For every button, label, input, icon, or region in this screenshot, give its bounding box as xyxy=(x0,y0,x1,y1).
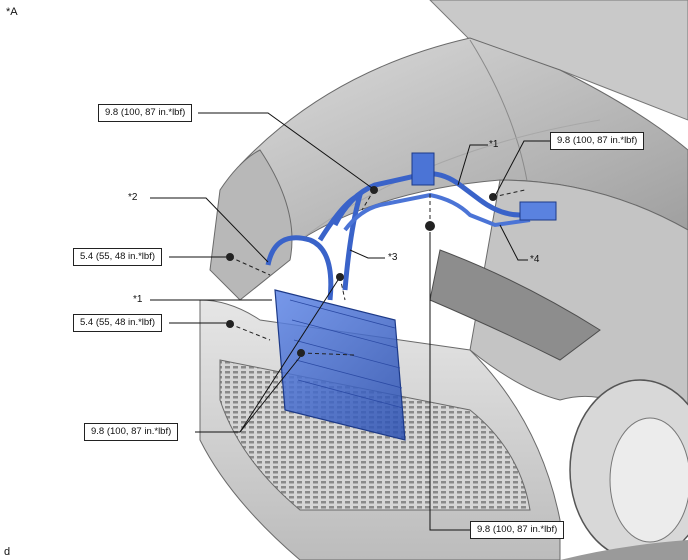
footer-label: d xyxy=(4,546,11,558)
torque-mid-left-lower: 5.4 (55, 48 in.*lbf) xyxy=(73,314,162,332)
torque-top-left: 9.8 (100, 87 in.*lbf) xyxy=(98,104,193,122)
callout-2: *2 xyxy=(128,192,138,203)
callout-3: *3 xyxy=(388,252,398,263)
torque-bottom-right: 9.8 (100, 87 in.*lbf) xyxy=(470,521,565,539)
vehicle-body xyxy=(199,0,688,560)
leader-lines xyxy=(150,112,550,531)
pipe-1 xyxy=(332,171,556,227)
view-label: *A xyxy=(6,6,18,18)
torque-top-right: 9.8 (100, 87 in.*lbf) xyxy=(550,132,645,150)
torque-bottom-left: 9.8 (100, 87 in.*lbf) xyxy=(84,423,179,441)
torque-mid-left-upper: 5.4 (55, 48 in.*lbf) xyxy=(73,248,162,266)
dashed-lines xyxy=(229,189,526,356)
callout-1-top: *1 xyxy=(489,139,499,150)
callout-1-left: *1 xyxy=(133,294,143,305)
callout-4: *4 xyxy=(530,254,540,265)
hose-2 xyxy=(265,235,334,301)
